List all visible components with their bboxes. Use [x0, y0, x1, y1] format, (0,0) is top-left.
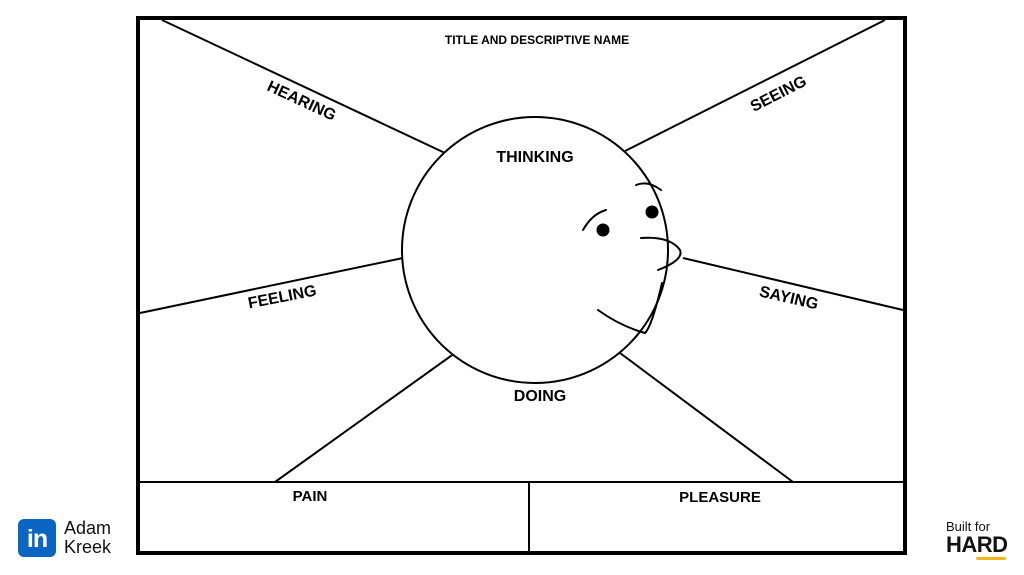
author-name: Adam Kreek: [64, 519, 128, 557]
eye-right-icon: [645, 205, 659, 219]
line-saying-right: [682, 257, 904, 311]
label-seeing: SEEING: [748, 73, 810, 116]
brow-right: [635, 182, 662, 191]
line-seeing-top: [624, 19, 886, 152]
diagram-title: TITLE AND DESCRIPTIVE NAME: [445, 33, 629, 47]
label-thinking: THINKING: [496, 149, 573, 166]
line-hearing-top: [161, 19, 446, 154]
eye-left-icon: [596, 223, 610, 237]
brow-left: [582, 209, 607, 231]
label-doing: DOING: [514, 388, 566, 405]
line-doing-left: [274, 352, 456, 483]
label-feeling: FEELING: [247, 283, 318, 313]
line-feeling-left: [139, 257, 404, 314]
line-doing-right: [619, 352, 794, 483]
face: [582, 182, 682, 335]
author-first-name: Adam: [64, 518, 112, 538]
mouth: [597, 282, 663, 335]
label-pain: PAIN: [293, 488, 328, 505]
head-circle: [401, 116, 669, 384]
built-for-hard-logo: Built for HARD: [946, 519, 1016, 560]
division-lines: [139, 19, 904, 551]
logo-underline: [976, 557, 1006, 560]
logo-bottom-text: HARD: [946, 532, 1008, 557]
logo-top-text: Built for: [946, 519, 991, 534]
label-pleasure: PLEASURE: [679, 489, 761, 506]
linkedin-icon[interactable]: in: [18, 519, 56, 557]
nose: [640, 236, 682, 271]
outer-frame: [136, 16, 907, 555]
author-last-name: Kreek: [64, 537, 112, 557]
